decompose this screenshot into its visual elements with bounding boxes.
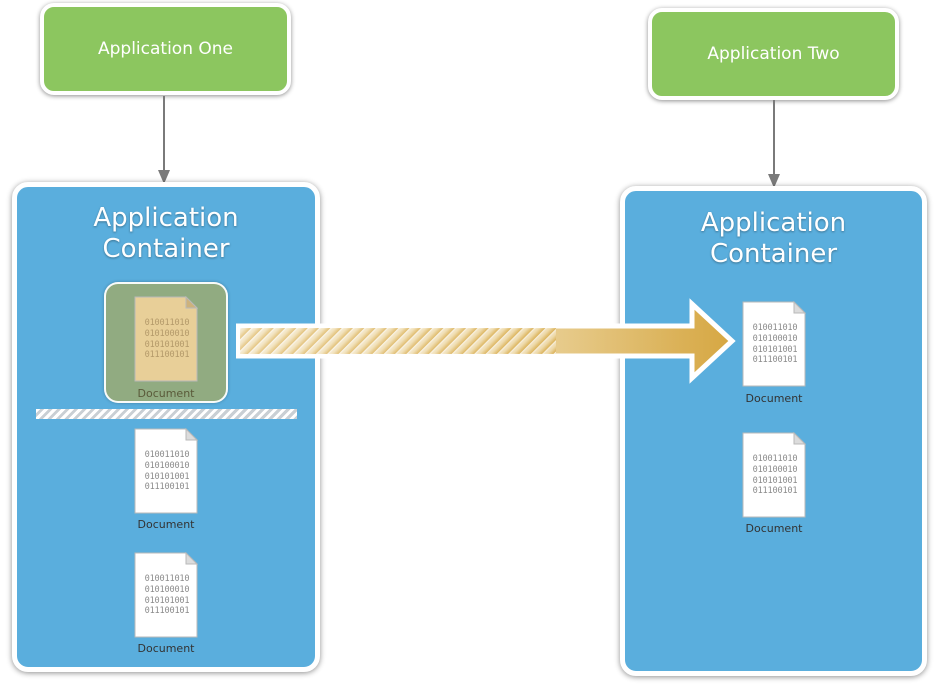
binary-line: 010101001 bbox=[144, 595, 190, 606]
binary-line: 010100010 bbox=[752, 464, 798, 475]
transfer-arrow bbox=[236, 298, 736, 384]
binary-line: 010011010 bbox=[752, 454, 798, 464]
binary-line: 010011010 bbox=[144, 318, 190, 328]
binary-line: 010101001 bbox=[144, 471, 190, 482]
binary-line: 011100101 bbox=[144, 606, 190, 617]
container-two-document-1-label: Document bbox=[745, 392, 803, 405]
binary-line: 010011010 bbox=[752, 323, 798, 333]
binary-line: 010100010 bbox=[752, 333, 798, 344]
application-two-label: Application Two bbox=[707, 44, 840, 64]
drop-divider bbox=[36, 409, 297, 419]
binary-line: 010100010 bbox=[144, 460, 190, 471]
connector-arrow-app-one bbox=[158, 96, 170, 184]
application-container-one: Application Container bbox=[12, 182, 320, 672]
binary-line: 010100010 bbox=[144, 328, 190, 339]
container-one-document-1-label: Document bbox=[137, 518, 195, 531]
binary-line: 011100101 bbox=[752, 486, 798, 497]
binary-line: 010101001 bbox=[752, 344, 798, 355]
container-two-title: Application Container bbox=[700, 208, 847, 269]
binary-line: 011100101 bbox=[144, 482, 190, 493]
container-one-title: Application Container bbox=[93, 203, 239, 264]
container-two-document-2-label: Document bbox=[745, 522, 803, 535]
container-one-document-2-label: Document bbox=[137, 642, 195, 655]
binary-line: 010011010 bbox=[144, 450, 190, 460]
selected-document-label: Document bbox=[137, 387, 195, 400]
application-two-box: Application Two bbox=[648, 8, 899, 100]
binary-line: 010101001 bbox=[752, 475, 798, 486]
application-one-label: Application One bbox=[97, 39, 233, 59]
application-one-box: Application One bbox=[40, 3, 291, 95]
application-container-two: Application Container bbox=[620, 186, 927, 676]
binary-line: 010100010 bbox=[144, 584, 190, 595]
binary-line: 010101001 bbox=[144, 339, 190, 350]
binary-line: 011100101 bbox=[752, 355, 798, 366]
connector-arrow-app-two bbox=[768, 100, 780, 188]
binary-line: 011100101 bbox=[144, 350, 190, 361]
binary-line: 010011010 bbox=[144, 574, 190, 584]
